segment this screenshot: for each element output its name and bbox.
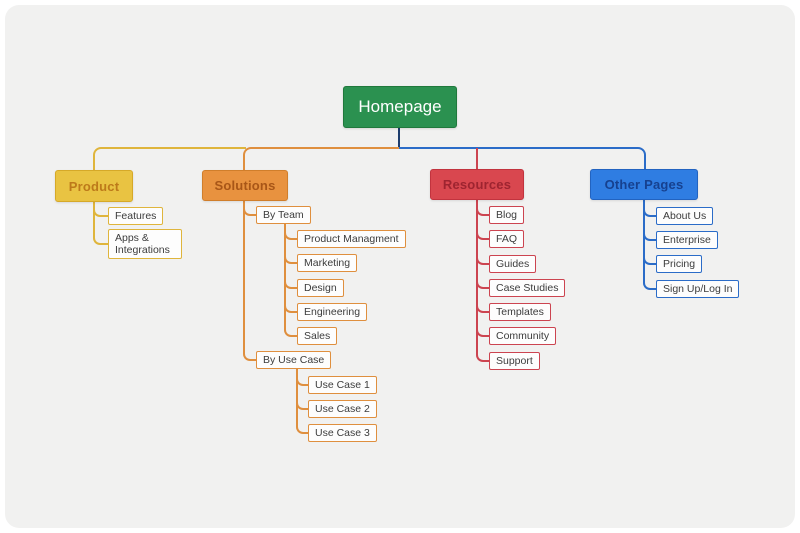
node-case-studies[interactable]: Case Studies	[489, 279, 566, 297]
node-by-team[interactable]: By Team	[256, 206, 311, 224]
node-homepage[interactable]: Homepage	[343, 86, 457, 128]
node-design[interactable]: Design	[297, 279, 344, 297]
connector-trunk	[93, 147, 246, 172]
node-features[interactable]: Features	[108, 207, 164, 225]
node-engineering[interactable]: Engineering	[297, 303, 368, 321]
connector-elbow	[284, 228, 298, 240]
connector-elbow	[643, 253, 657, 265]
node-faq[interactable]: FAQ	[489, 230, 525, 248]
connector-trunk	[399, 147, 646, 171]
connector-branch	[476, 200, 478, 355]
connector-branch	[296, 368, 298, 427]
connector-trunk	[243, 147, 400, 172]
connector-elbow	[284, 301, 298, 313]
node-blog[interactable]: Blog	[489, 206, 525, 224]
connector-trunk	[398, 128, 400, 148]
connector-elbow	[476, 301, 490, 313]
connector-elbow	[476, 253, 490, 265]
node-other-pages[interactable]: Other Pages	[590, 169, 698, 200]
connector-elbow	[476, 277, 490, 289]
node-support[interactable]: Support	[489, 352, 540, 370]
connector-elbow	[476, 228, 490, 240]
connector-elbow	[643, 229, 657, 241]
connector-branch	[643, 200, 645, 283]
node-resources[interactable]: Resources	[430, 169, 524, 200]
connector-elbow	[476, 204, 490, 216]
connector-elbow	[476, 350, 490, 362]
connector-elbow	[643, 205, 657, 217]
connector-branch	[284, 223, 286, 330]
connector-elbow	[476, 325, 490, 337]
connector-branch	[243, 201, 245, 354]
node-product[interactable]: Product	[55, 170, 133, 202]
node-by-use-case[interactable]: By Use Case	[256, 351, 332, 369]
connector-branch	[93, 202, 95, 238]
node-templates[interactable]: Templates	[489, 303, 551, 321]
node-apps-integrations[interactable]: Apps & Integrations	[108, 229, 182, 259]
connector-elbow	[643, 278, 657, 290]
connector-elbow	[243, 349, 257, 361]
node-community[interactable]: Community	[489, 327, 557, 345]
connector-elbow	[93, 233, 109, 245]
node-use-case-3[interactable]: Use Case 3	[308, 424, 377, 442]
node-guides[interactable]: Guides	[489, 255, 537, 273]
connector-trunk	[476, 148, 478, 169]
connector-elbow	[284, 325, 298, 337]
node-use-case-1[interactable]: Use Case 1	[308, 376, 377, 394]
connector-elbow	[93, 205, 109, 217]
connector-elbow	[243, 204, 257, 216]
connector-elbow	[284, 252, 298, 264]
node-enterprise[interactable]: Enterprise	[656, 231, 718, 249]
node-marketing[interactable]: Marketing	[297, 254, 358, 272]
node-about-us[interactable]: About Us	[656, 207, 714, 225]
connector-elbow	[284, 277, 298, 289]
node-solutions[interactable]: Solutions	[202, 170, 288, 201]
node-use-case-2[interactable]: Use Case 2	[308, 400, 377, 418]
node-product-managment[interactable]: Product Managment	[297, 230, 406, 248]
node-sales[interactable]: Sales	[297, 327, 338, 345]
node-sign-up-log-in[interactable]: Sign Up/Log In	[656, 280, 740, 298]
node-pricing[interactable]: Pricing	[656, 255, 703, 273]
